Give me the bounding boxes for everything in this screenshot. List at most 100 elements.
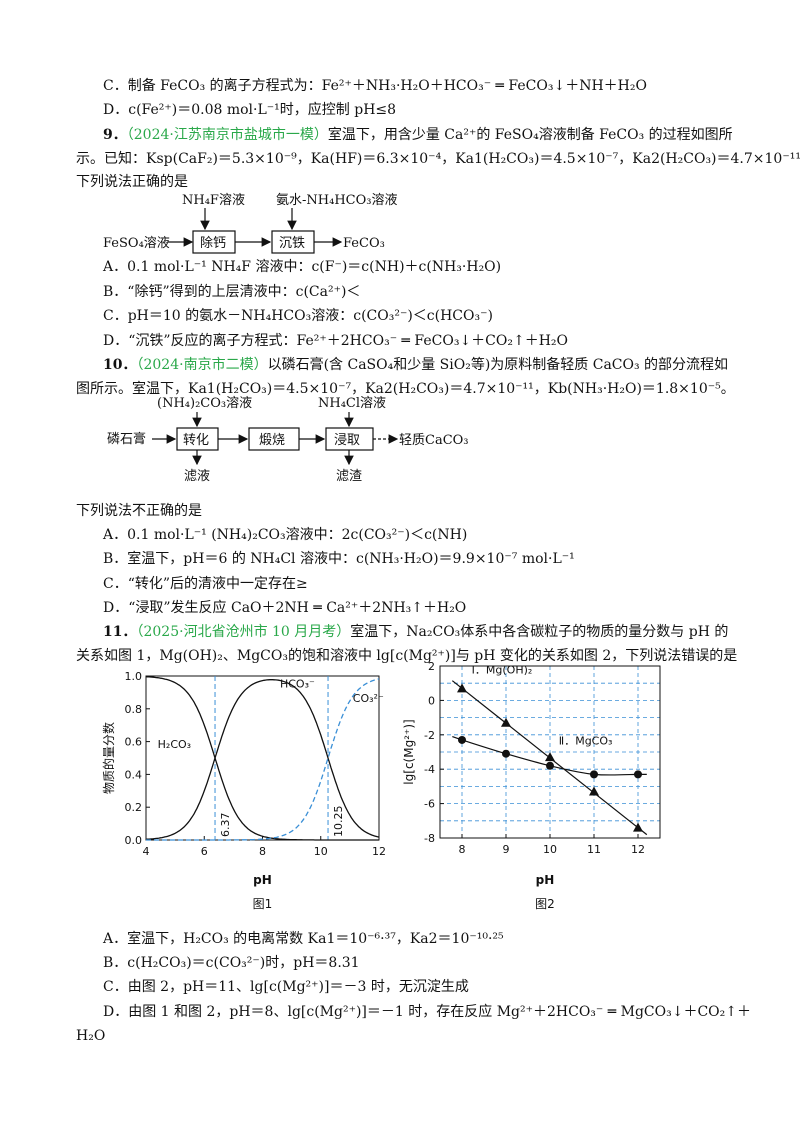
q11-option-c[interactable]: C．由图 2，pH＝11、lg[c(Mg²⁺)]＝－3 时，无沉淀生成 [103, 979, 469, 995]
flow1-output: FeCO₃ [343, 236, 385, 251]
q8-option-c[interactable]: C．制备 FeCO₃ 的离子方程式为：Fe²⁺＋NH₃·H₂O＋HCO₃⁻ ═ … [103, 78, 647, 94]
q10-stem-line2: 图所示。室温下，Ka1(H₂CO₃)＝4.5×10⁻⁷，Ka2(H₂CO₃)＝4… [76, 381, 735, 397]
chart2-series2-point [502, 749, 510, 758]
q11-option-d-line1[interactable]: D．由图 1 和图 2，pH＝8、lg[c(Mg²⁺)]＝－1 时，存在反应 M… [103, 1004, 751, 1020]
chart2-series2-point [458, 735, 466, 744]
flow1-box-precipitate-iron [271, 230, 315, 254]
flow1-box1-label: 除钙 [200, 236, 226, 251]
q9-stem-line3: 下列说法正确的是 [76, 174, 188, 190]
q10-stem-line3: 下列说法不正确的是 [76, 503, 202, 519]
q11-stem-line2: 关系如图 1，Mg(OH)₂、MgCO₃的饱和溶液中 lg[c(Mg²⁺)]与 … [76, 648, 738, 664]
chart1-ytick-label: 1.0 [125, 670, 143, 683]
q11-source: （2025·河北省沧州市 10 月月考） [136, 624, 351, 640]
q8-option-d[interactable]: D．c(Fe²⁺)＝0.08 mol·L⁻¹时，应控制 pH≤8 [103, 102, 397, 118]
chart2-series2-point [590, 770, 598, 779]
chart2-series2-point [546, 761, 554, 770]
chart2-xlabel: pH [536, 873, 555, 887]
chart2-series2-point [634, 770, 642, 779]
q11-stem-line1: 11．（2025·河北省沧州市 10 月月考）室温下，Na₂CO₃体系中各含碳粒… [103, 622, 728, 642]
chart1-xtick-label: 8 [259, 845, 266, 858]
chart1-series-label: HCO₃⁻ [280, 677, 315, 690]
q10-stem-line1: 10．（2024·南京市二模）以磷石膏(含 CaSO₄和少量 SiO₂等)为原料… [103, 355, 728, 375]
chart1-ytick-label: 0.6 [125, 736, 143, 749]
chart1-frame [145, 675, 380, 841]
chart2-caption: 图2 [535, 897, 555, 911]
chart2-series1-point [589, 786, 599, 796]
flow1-box-remove-calcium [192, 230, 236, 254]
chart2-series2-label: Ⅱ．MgCO₃ [559, 734, 613, 747]
chart2-series2-line [452, 735, 647, 776]
q9-number: 9． [103, 127, 127, 143]
flow1-box2-label: 沉铁 [279, 236, 305, 251]
q10-source: （2024·南京市二模） [136, 357, 268, 373]
chart2-series1-point [633, 822, 643, 832]
q9-stem-text1: 室温下，用含少量 Ca²⁺的 FeSO₄溶液制备 FeCO₃ 的过程如图所 [327, 127, 733, 143]
flow2-input: 磷石膏 [107, 431, 146, 447]
q11-option-d-line2: H₂O [76, 1028, 106, 1044]
chart1-caption: 图1 [253, 897, 273, 911]
chart2-ytick-label: 0 [428, 694, 435, 707]
flow2-waste1: 滤液 [184, 469, 210, 484]
chart1-ytick-label: 0.8 [125, 703, 143, 716]
q9-option-b[interactable]: B．“除钙”得到的上层清液中：c(Ca²⁺)＜ [103, 284, 361, 300]
chart1-xlabel: pH [253, 873, 272, 887]
flow2-box-convert [176, 427, 219, 451]
chart2-series1-point [545, 752, 555, 762]
chart1-series-line [145, 679, 380, 840]
chart1-xtick-label: 6 [201, 845, 208, 858]
chart1-ylabel: 物质的量分数 [101, 722, 116, 794]
flow2-box1-label: 转化 [183, 433, 209, 448]
chart2-ytick-label: -4 [424, 763, 435, 776]
flow1-reagent1: NH₄F溶液 [182, 193, 245, 208]
q9-source: （2024·江苏南京市盐城市一模） [126, 127, 328, 143]
chart1-pka-label: 6.37 [219, 813, 232, 838]
chart1-ytick-label: 0.4 [125, 768, 143, 781]
q10-number: 10． [103, 357, 137, 373]
q10-option-c[interactable]: C．“转化”后的清液中一定存在≥ [103, 576, 308, 592]
q10-option-d[interactable]: D．“浸取”发生反应 CaO＋2NH ═ Ca²⁺＋2NH₃↑＋H₂O [103, 600, 467, 616]
chart1-series-line [145, 676, 379, 841]
flow2-box2-label: 煅烧 [259, 432, 285, 448]
q9-option-c[interactable]: C．pH＝10 的氨水－NH₄HCO₃溶液：c(CO₃²⁻)＜c(HCO₃⁻) [103, 308, 493, 324]
chart2-xtick-label: 12 [631, 843, 645, 856]
q10-option-b[interactable]: B．室温下，pH＝6 的 NH₄Cl 溶液中：c(NH₃·H₂O)＝9.9×10… [103, 551, 575, 567]
flow2-output: 轻质CaCO₃ [399, 433, 469, 448]
chart1-series-line [146, 678, 380, 841]
q10-stem-text1: 以磷石膏(含 CaSO₄和少量 SiO₂等)为原料制备轻质 CaCO₃ 的部分流… [267, 357, 729, 373]
chart2-series1-point [501, 717, 511, 727]
q9-stem-line1: 9．（2024·江苏南京市盐城市一模）室温下，用含少量 Ca²⁺的 FeSO₄溶… [103, 125, 733, 145]
q11-number: 11． [103, 624, 137, 640]
flow2-box-leach [325, 427, 374, 451]
q9-stem-line2: 示。已知：Ksp(CaF₂)＝5.3×10⁻⁹，Ka(HF)＝6.3×10⁻⁴，… [76, 151, 800, 167]
q11-option-a[interactable]: A．室温下，H₂CO₃ 的电离常数 Ka1＝10⁻⁶·³⁷，Ka2＝10⁻¹⁰·… [103, 931, 504, 947]
chart1-xtick-label: 10 [314, 845, 328, 858]
chart2-ylabel: lg[c(Mg²⁺)] [402, 719, 416, 784]
chart2-xtick-label: 8 [459, 843, 466, 856]
q9-option-a[interactable]: A．0.1 mol·L⁻¹ NH₄F 溶液中：c(F⁻)＝c(NH)＋c(NH₃… [103, 259, 502, 275]
chart1-series-label: H₂CO₃ [158, 738, 191, 751]
chart1-xtick-label: 12 [372, 845, 386, 858]
chart2-ytick-label: -6 [424, 798, 435, 811]
chart1-xtick-label: 4 [143, 845, 150, 858]
chart2-ytick-label: -8 [424, 832, 435, 845]
chart2-xtick-label: 9 [503, 843, 510, 856]
flow2-box3-label: 浸取 [334, 433, 360, 448]
chart1-ytick-label: 0.2 [125, 801, 143, 814]
chart2-ytick-label: -2 [424, 729, 435, 742]
q9-option-d[interactable]: D．“沉铁”反应的离子方程式：Fe²⁺＋2HCO₃⁻ ═ FeCO₃↓＋CO₂↑… [103, 333, 569, 349]
flow1-input: FeSO₄溶液 [103, 236, 170, 251]
flow1-reagent2: 氨水-NH₄HCO₃溶液 [276, 193, 397, 208]
q11-option-b[interactable]: B．c(H₂CO₃)＝c(CO₃²⁻)时，pH＝8.31 [103, 955, 360, 971]
chart1-pka-label: 10.25 [332, 806, 345, 838]
chart1-series-label: CO₃²⁻ [353, 692, 384, 705]
chart2-frame [439, 665, 661, 839]
chart2-xtick-label: 11 [587, 843, 601, 856]
q11-stem-text1: 室温下，Na₂CO₃体系中各含碳粒子的物质的量分数与 pH 的 [350, 624, 729, 640]
chart2-series1-point [457, 683, 467, 693]
chart1-ytick-label: 0.0 [125, 834, 143, 847]
chart2-series1-line [451, 680, 648, 836]
chart2-xtick-label: 10 [543, 843, 557, 856]
q10-option-a[interactable]: A．0.1 mol·L⁻¹ (NH₄)₂CO₃溶液中：2c(CO₃²⁻)＜c(N… [103, 527, 468, 543]
flow2-box-calcine [248, 427, 300, 451]
